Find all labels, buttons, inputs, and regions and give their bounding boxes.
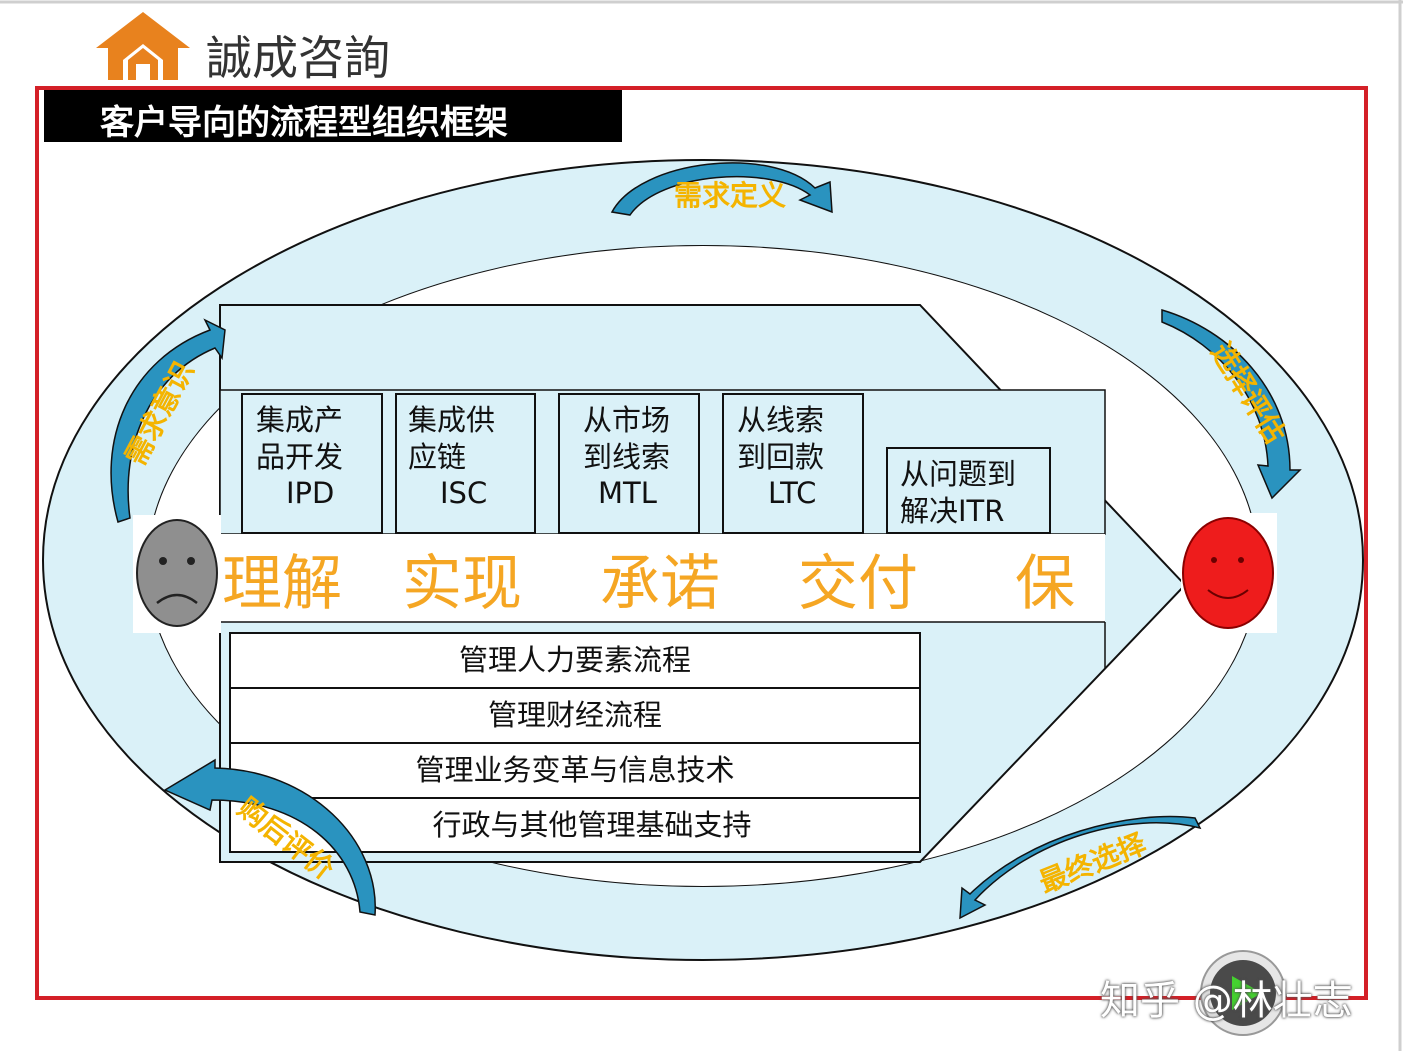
flow-word: 实现 xyxy=(402,549,522,619)
process-line: 到回款 xyxy=(737,440,824,474)
process-line: ISC xyxy=(440,476,487,510)
process-box-mtl[interactable] xyxy=(558,393,700,534)
arrow-postpurchase-icon xyxy=(163,758,376,916)
process-line: 集成产 xyxy=(256,403,343,437)
process-box-isc[interactable] xyxy=(395,393,536,534)
value-flow-band xyxy=(220,534,1105,622)
flow-word: 承诺 xyxy=(600,549,720,619)
process-line: 从线索 xyxy=(737,403,824,437)
process-line: 品开发 xyxy=(256,440,343,474)
process-line: 解决ITR xyxy=(900,494,1004,528)
process-line: IPD xyxy=(286,476,334,510)
flow-word: 理解 xyxy=(222,549,342,619)
support-label: 管理人力要素流程 xyxy=(459,643,691,677)
play-button-icon xyxy=(1200,950,1286,1036)
support-row[interactable] xyxy=(229,687,921,744)
page-title: 客户导向的流程型组织框架 xyxy=(100,103,508,143)
stage-arrows xyxy=(110,162,1302,920)
flow-word: 交付 xyxy=(798,549,918,619)
support-label: 行政与其他管理基础支持 xyxy=(432,808,751,842)
process-line: 到线索 xyxy=(583,440,670,474)
support-label: 管理财经流程 xyxy=(488,698,662,732)
happy-face-icon xyxy=(1181,513,1277,633)
red-frame xyxy=(35,86,1368,1000)
process-line: 应链 xyxy=(408,440,466,474)
top-process-boxes: 集成产 品开发 IPD 集成供 应链 ISC 从市场 到线索 MTL 从线索 到… xyxy=(241,393,1051,534)
sad-face-icon xyxy=(133,515,221,633)
process-line: 从市场 xyxy=(583,403,670,437)
flow-word: 保 xyxy=(1015,549,1075,619)
process-line: LTC xyxy=(768,476,816,510)
process-line: 从问题到 xyxy=(900,457,1016,491)
process-line: MTL xyxy=(598,476,657,510)
support-process-table: 管理人力要素流程 管理财经流程 管理业务变革与信息技术 行政与其他管理基础支持 xyxy=(229,632,921,853)
stage-label: 需求定义 xyxy=(674,179,786,212)
support-row[interactable] xyxy=(229,632,921,689)
value-flow-words: 理解 实现 承诺 交付 保 xyxy=(222,549,1075,619)
arrow-awareness-icon xyxy=(110,318,226,523)
process-line: 集成供 xyxy=(408,403,495,437)
process-box-ipd[interactable] xyxy=(241,393,383,534)
arrow-final-icon xyxy=(959,815,1202,920)
arrow-define-icon xyxy=(610,162,833,216)
support-label: 管理业务变革与信息技术 xyxy=(415,753,734,787)
process-box-itr[interactable] xyxy=(886,447,1051,534)
arrow-evaluate-icon xyxy=(1161,308,1302,500)
brand-name: 誠成咨詢 xyxy=(206,31,390,85)
house-logo-icon xyxy=(96,12,190,80)
process-box-ltc[interactable] xyxy=(722,393,864,534)
title-bar xyxy=(44,90,622,142)
watermark: 知乎 @林壮志 xyxy=(1100,978,1353,1024)
